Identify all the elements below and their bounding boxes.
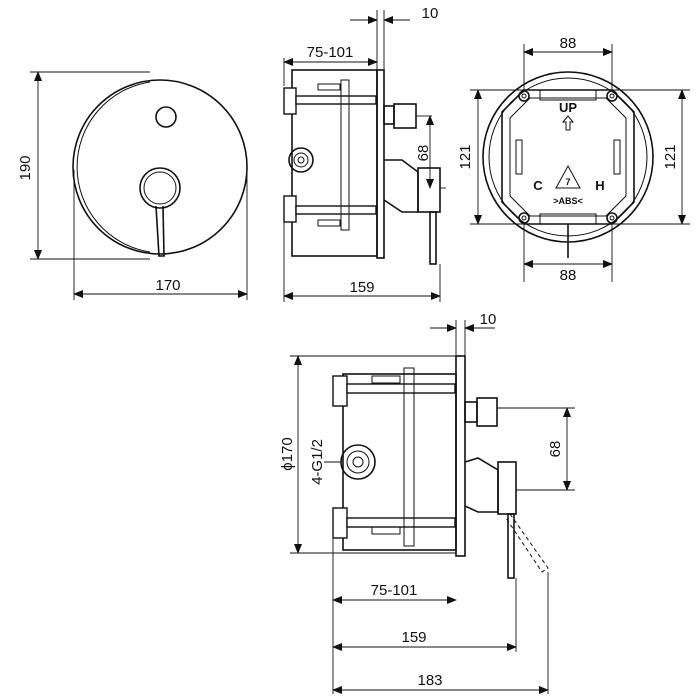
side-view-large: 10 ϕ170 4-G1/2 68 75-101 159 183 — [279, 311, 575, 694]
side-large-top-dim: 10 — [480, 311, 497, 328]
side-large-thread-label: 4-G1/2 — [309, 439, 326, 485]
front-view: 190 170 — [17, 71, 248, 300]
up-arrow-icon — [561, 115, 575, 131]
front-width-dim: 170 — [155, 277, 180, 294]
back-screw — [518, 212, 530, 224]
back-cold-label: C — [533, 178, 543, 193]
side-large-handle — [464, 457, 499, 513]
back-left-dim: 121 — [457, 144, 474, 169]
side-small-outlet-offset-dim: 68 — [415, 145, 432, 162]
side-large-inlet — [340, 444, 376, 480]
side-small-inlet — [288, 147, 314, 173]
side-large-total-depth-dim: 183 — [417, 672, 442, 689]
side-large-depth-range-dim: 75-101 — [371, 582, 418, 599]
side-large-diverter — [476, 397, 498, 427]
side-small-lever — [429, 211, 437, 265]
back-bottom-dim: 88 — [560, 267, 577, 284]
side-large-depth-dim: 159 — [401, 629, 426, 646]
front-height-dim: 190 — [17, 155, 34, 180]
side-large-plate — [455, 355, 466, 557]
side-small-diverter — [393, 103, 417, 129]
back-top-dim: 88 — [560, 35, 577, 52]
side-large-lever — [507, 513, 515, 579]
side-small-handle — [383, 159, 419, 213]
back-screw — [606, 90, 618, 102]
side-large-diameter-dim: ϕ170 — [279, 437, 296, 470]
back-right-dim: 121 — [662, 144, 679, 169]
side-small-top-dim: 10 — [422, 5, 439, 22]
front-plate — [72, 79, 248, 255]
front-plate-edge — [76, 81, 151, 253]
side-small-depth-range-dim: 75-101 — [307, 44, 354, 61]
back-screw — [606, 212, 618, 224]
back-material-label: >ABS< — [553, 196, 583, 206]
back-screw — [518, 90, 530, 102]
back-recycle-number: 7 — [565, 177, 570, 187]
side-small-total-depth-dim: 159 — [349, 279, 374, 296]
front-lever — [155, 205, 165, 257]
handle-hub — [139, 167, 181, 209]
recycle-icon — [555, 164, 581, 189]
side-large-lever-swing — [505, 513, 549, 573]
handle-hub-inner — [143, 171, 177, 205]
back-hot-label: H — [595, 178, 604, 193]
side-small-plate — [376, 69, 385, 259]
back-up-label: UP — [559, 100, 577, 115]
diverter-button — [155, 106, 177, 128]
side-view-small: 10 75-101 68 159 — [283, 5, 446, 302]
side-large-outlet-offset-dim: 68 — [547, 441, 564, 458]
back-view: UP 7 C H >ABS< 88 88 121 121 — [457, 35, 690, 284]
